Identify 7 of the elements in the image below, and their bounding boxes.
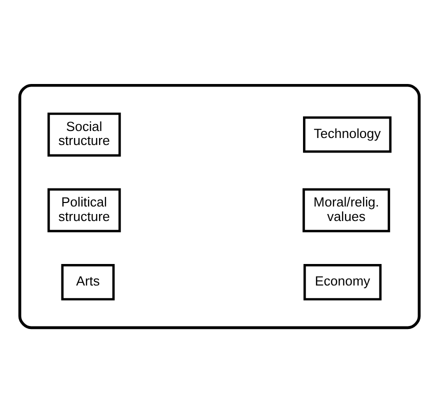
node-box: Economy [304, 264, 382, 300]
node-box: Political structure [47, 188, 121, 232]
node-box: Moral/relig. values [302, 188, 390, 232]
node-box: Arts [61, 264, 115, 300]
node-box: Technology [303, 116, 392, 153]
node-box: Social structure [47, 112, 121, 157]
cluster [18, 84, 421, 330]
